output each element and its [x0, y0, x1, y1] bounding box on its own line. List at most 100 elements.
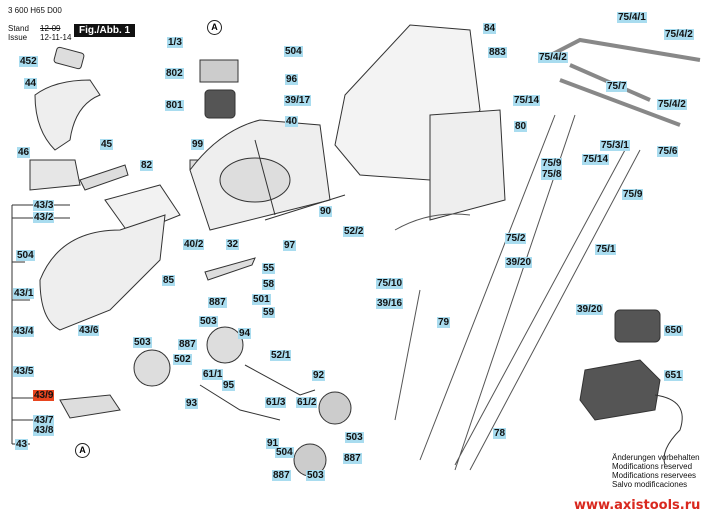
part-label: 75/1: [595, 244, 617, 255]
part-label: 43/8: [33, 425, 55, 436]
part-label: 504: [284, 46, 303, 57]
part-label: 452: [19, 56, 38, 67]
part-label: 95: [222, 380, 236, 391]
handle-tubes: [419, 114, 641, 471]
part-label: 651: [664, 370, 683, 381]
part-label: 99: [191, 139, 205, 150]
controller-part: [199, 59, 239, 83]
part-label: 40: [285, 116, 299, 127]
part-label: 52/2: [343, 226, 365, 237]
part-label: 44: [24, 78, 38, 89]
stand-value: 12-09: [40, 24, 61, 33]
part-label: 39/17: [284, 95, 312, 106]
part-label: 887: [272, 470, 291, 481]
part-label: 90: [319, 206, 333, 217]
part-label: 43/7: [33, 415, 55, 426]
blade-part: [204, 257, 256, 281]
part-label: 75/7: [606, 81, 628, 92]
part-label: 75/4/2: [657, 99, 687, 110]
part-label: 79: [437, 317, 451, 328]
part-label: 39/20: [576, 304, 604, 315]
part-label: 32: [226, 239, 240, 250]
part-label: 504: [275, 447, 294, 458]
wheel-front-right: [318, 391, 352, 425]
figure-label: Fig./Abb. 1: [74, 24, 136, 37]
charger-part: [579, 359, 661, 421]
axle-parts: [199, 364, 316, 421]
part-label: 502: [173, 354, 192, 365]
part-label: 96: [285, 74, 299, 85]
part-label: 43/4: [13, 326, 35, 337]
part-label: 82: [140, 160, 154, 171]
part-label: 43/5: [13, 366, 35, 377]
part-label: 84: [483, 23, 497, 34]
part-label: 43/1: [13, 288, 35, 299]
marker-a-bottom: A: [75, 443, 90, 458]
part-label: 883: [488, 47, 507, 58]
part-label: 94: [238, 328, 252, 339]
part-label: 78: [493, 428, 507, 439]
part-label: 503: [133, 337, 152, 348]
part-label: 45: [100, 139, 114, 150]
part-label: 887: [178, 339, 197, 350]
part-label: 92: [312, 370, 326, 381]
wheel-rear-right: [206, 326, 244, 364]
part-label: 75/9: [622, 189, 644, 200]
part-label: 75/6: [657, 146, 679, 157]
part-label: 43/2: [33, 212, 55, 223]
issue-label: Issue: [8, 33, 28, 42]
housing-part: [39, 214, 166, 331]
part-number: 3 600 H65 D00: [8, 6, 62, 15]
battery-part: [614, 309, 661, 343]
part-label: 503: [345, 432, 364, 443]
key-part: [53, 46, 85, 70]
part-label: 97: [283, 240, 297, 251]
part-label: 75/14: [513, 95, 541, 106]
part-label: 55: [262, 263, 276, 274]
part-label: 503: [306, 470, 325, 481]
website-watermark: www.axistools.ru: [574, 498, 701, 513]
part-label: 61/3: [265, 397, 287, 408]
stand-label: Stand: [8, 24, 29, 33]
part-label: 504: [16, 250, 35, 261]
part-label: 40/2: [183, 239, 205, 250]
handle-part: [79, 164, 129, 191]
part-label: 75/3/1: [600, 140, 630, 151]
part-label: 39/20: [505, 257, 533, 268]
motor-part: [204, 89, 236, 119]
part-label: 75/8: [541, 169, 563, 180]
part-label: 1/3: [167, 37, 183, 48]
part-label: 75/4/2: [664, 29, 694, 40]
switch-part: [59, 394, 121, 419]
cover-part: [29, 159, 81, 191]
part-label: 43/6: [78, 325, 100, 336]
part-label: 501: [252, 294, 271, 305]
grassbox-part: [429, 109, 506, 221]
note-line: Salvo modificaciones: [612, 480, 688, 489]
part-label: 46: [17, 147, 31, 158]
part-label: 75/4/2: [538, 52, 568, 63]
part-label: 43: [15, 439, 29, 450]
part-label: 61/2: [296, 397, 318, 408]
wheel-rear-left: [133, 349, 171, 387]
part-label: 887: [208, 297, 227, 308]
part-label: 52/1: [270, 350, 292, 361]
note-line: Änderungen vorbehalten: [612, 453, 700, 462]
part-label: 80: [514, 121, 528, 132]
part-label: 75/14: [582, 154, 610, 165]
part-label: 59: [262, 307, 276, 318]
part-label: 91: [266, 438, 280, 449]
charger-cable: [654, 394, 683, 466]
part-label: 58: [262, 279, 276, 290]
part-label: 802: [165, 68, 184, 79]
part-label: 61/1: [202, 369, 224, 380]
issue-value: 12-11-14: [40, 33, 72, 42]
part-label: 75/2: [505, 233, 527, 244]
marker-a-top: A: [207, 20, 222, 35]
part-label: 75/4/1: [617, 12, 647, 23]
part-label: 75/9: [541, 158, 563, 169]
fan-part: [219, 157, 291, 203]
part-label: 650: [664, 325, 683, 336]
part-label: 39/16: [376, 298, 404, 309]
part-label: 43/3: [33, 200, 55, 211]
